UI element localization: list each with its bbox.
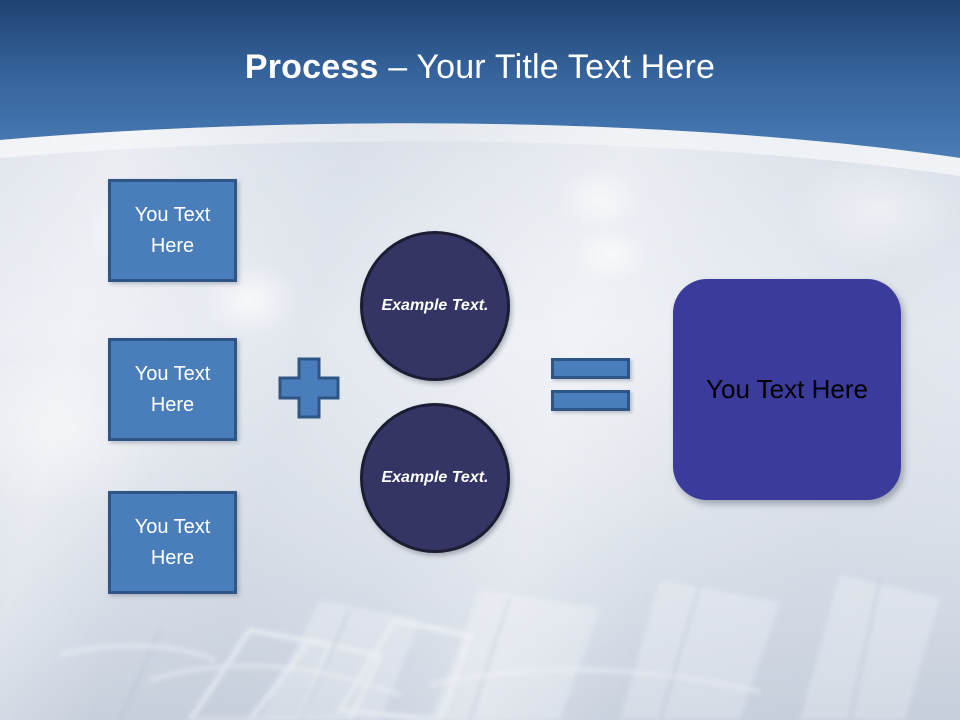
header-shape [0,0,960,176]
example-circle-1[interactable]: Example Text. [360,231,510,381]
input-box-1-label: You Text Here [134,203,211,257]
example-circle-1-label: Example Text. [381,297,489,315]
input-box-3-label: You Text Here [134,515,211,569]
machinery-shapes [59,575,940,720]
example-circle-2-label: Example Text. [381,469,489,487]
equals-icon [551,358,630,411]
page-title: Process – Your Title Text Here [0,48,960,87]
input-box-1[interactable]: You Text Here [108,179,237,282]
result-box-label: You Text Here [706,374,868,404]
input-box-2[interactable]: You Text Here [108,338,237,441]
title-rest: – Your Title Text Here [378,48,716,86]
equals-bar-bottom [551,390,630,411]
input-box-3[interactable]: You Text Here [108,491,237,594]
result-box[interactable]: You Text Here [673,279,901,500]
plus-shape [278,357,340,419]
plus-icon [278,357,340,419]
example-circle-2[interactable]: Example Text. [360,403,510,553]
background-machinery-texture [0,480,960,720]
header-banner [0,0,960,200]
equals-bar-top [551,358,630,379]
input-box-2-label: You Text Here [134,362,211,416]
title-strong: Process [244,48,379,86]
